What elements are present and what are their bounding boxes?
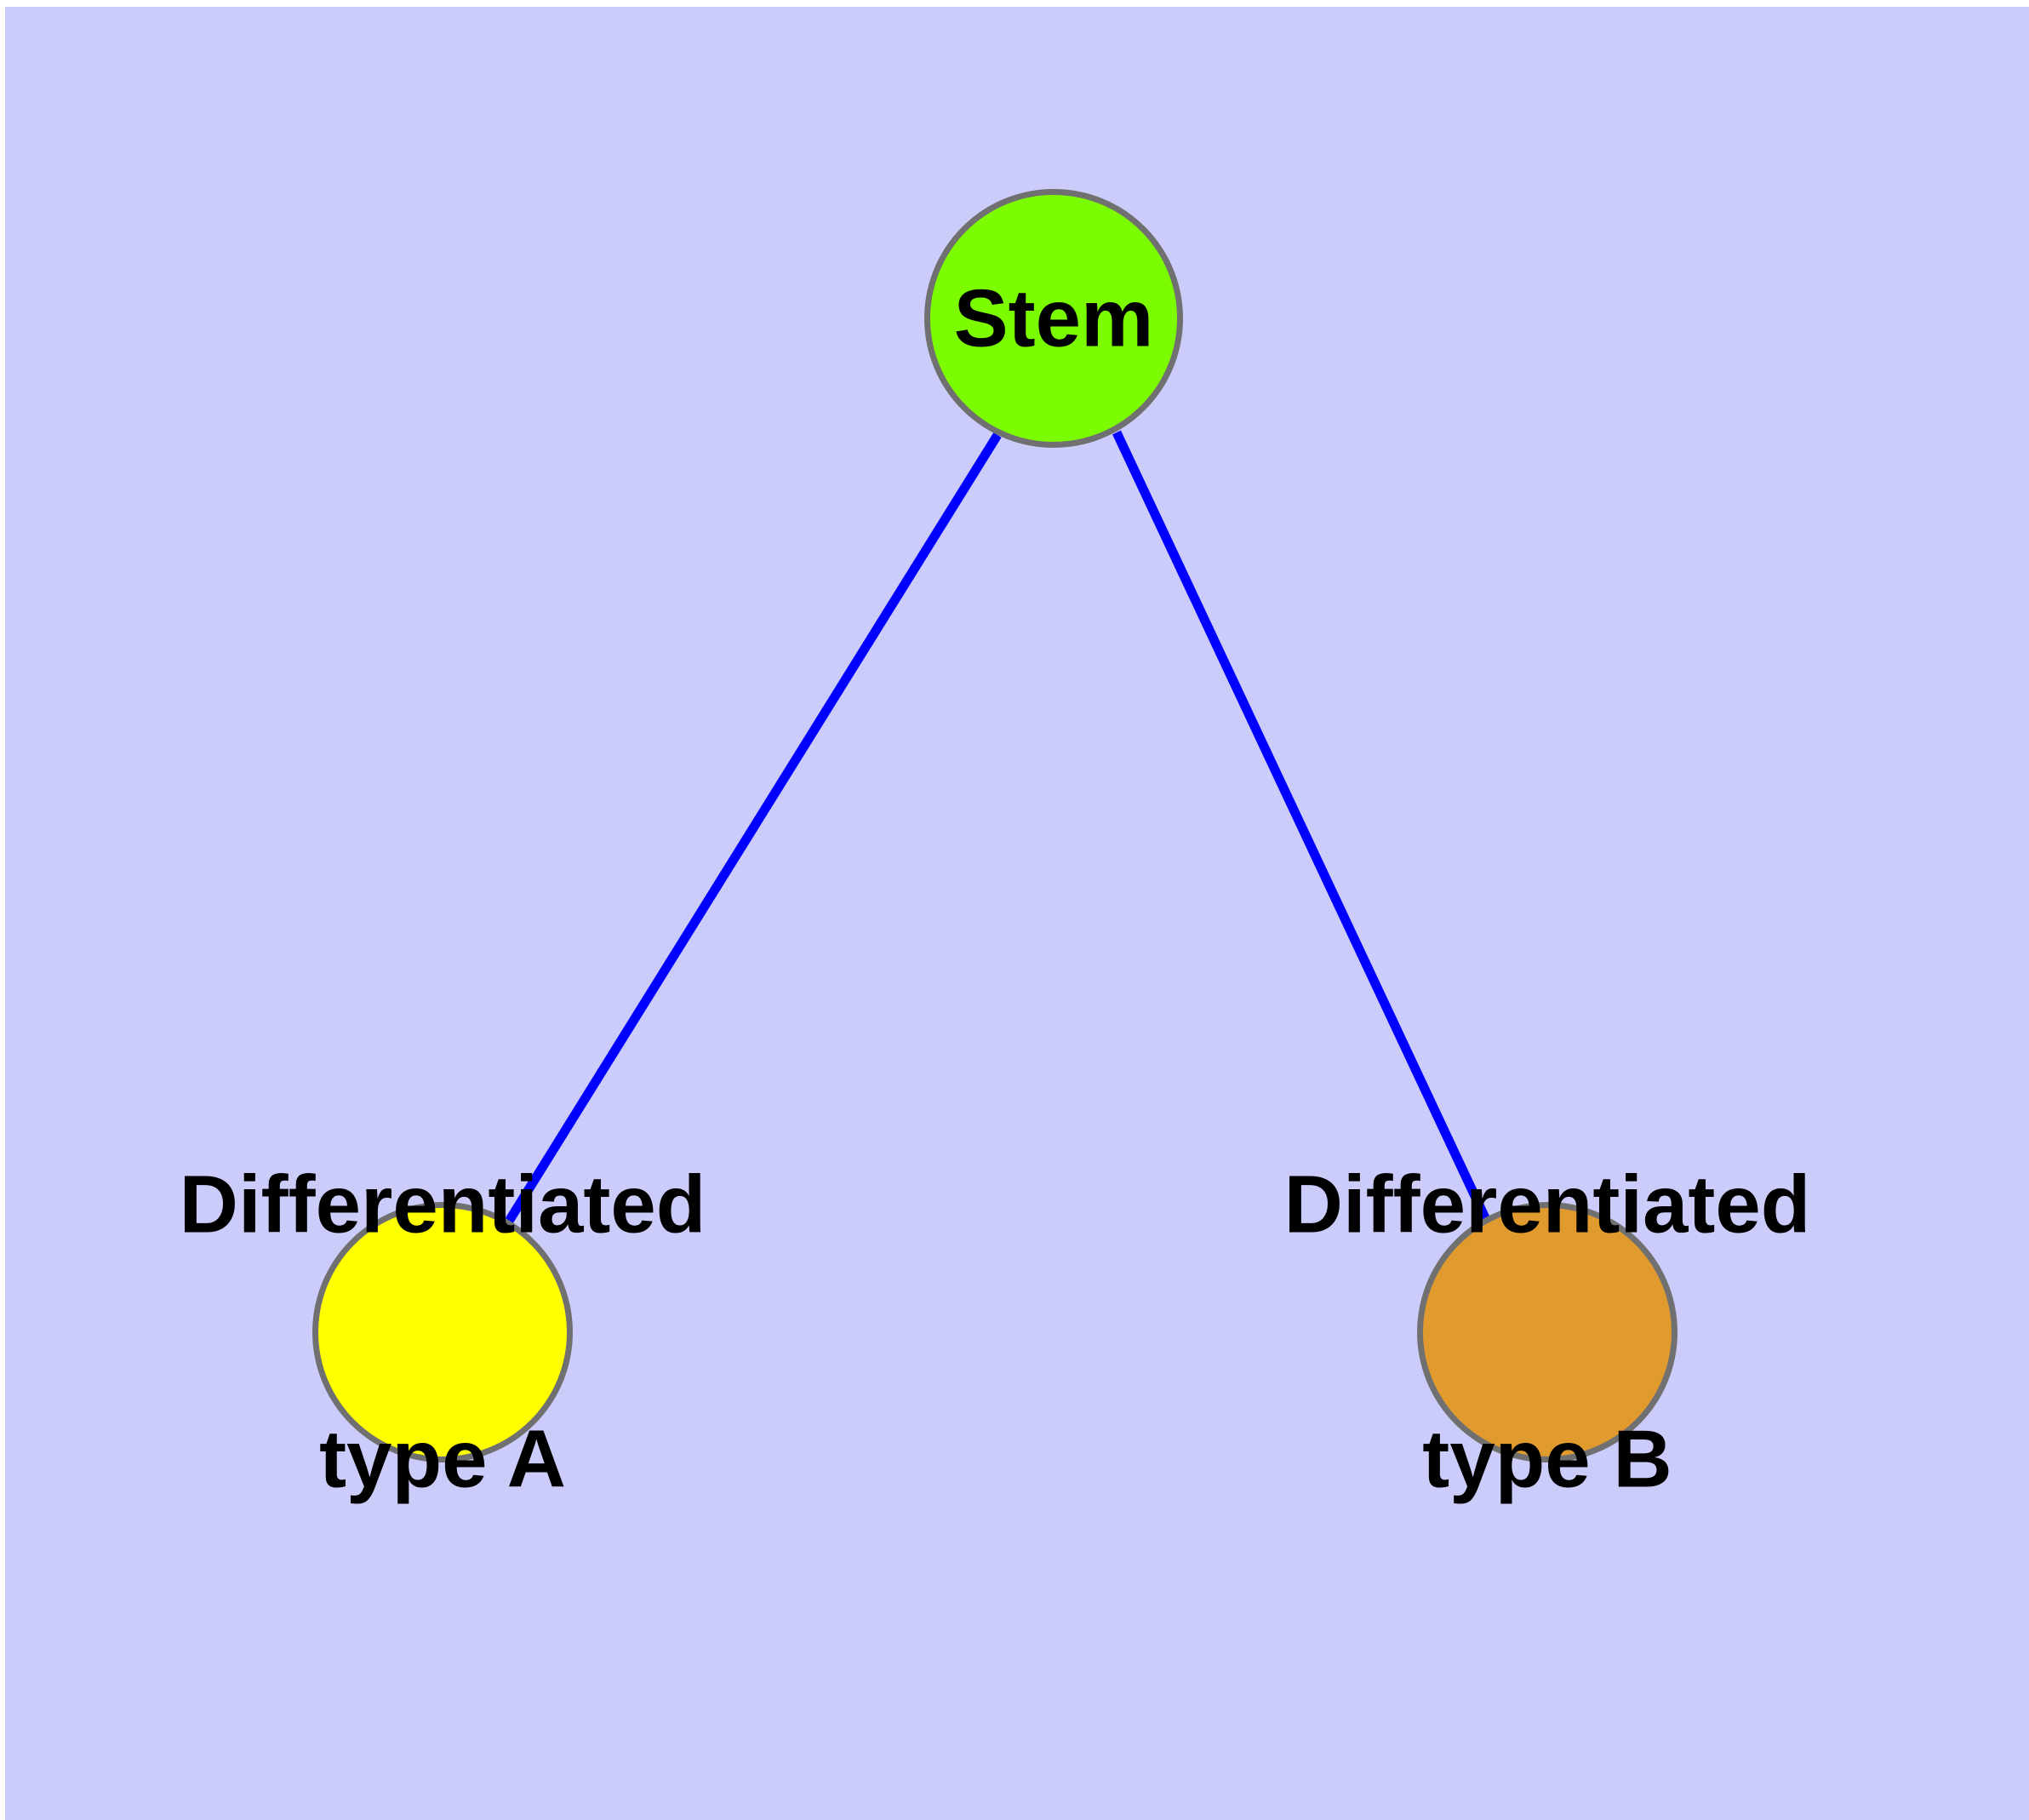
node-diff-b[interactable] <box>1417 1202 1677 1462</box>
edge-stem-to-diff-b <box>1112 430 1492 1226</box>
node-diff-a[interactable] <box>312 1202 573 1462</box>
edge-layer <box>504 430 1492 1226</box>
node-stem[interactable] <box>924 189 1183 448</box>
edge-stem-to-diff-a <box>504 432 1002 1225</box>
node-layer <box>312 189 1677 1462</box>
